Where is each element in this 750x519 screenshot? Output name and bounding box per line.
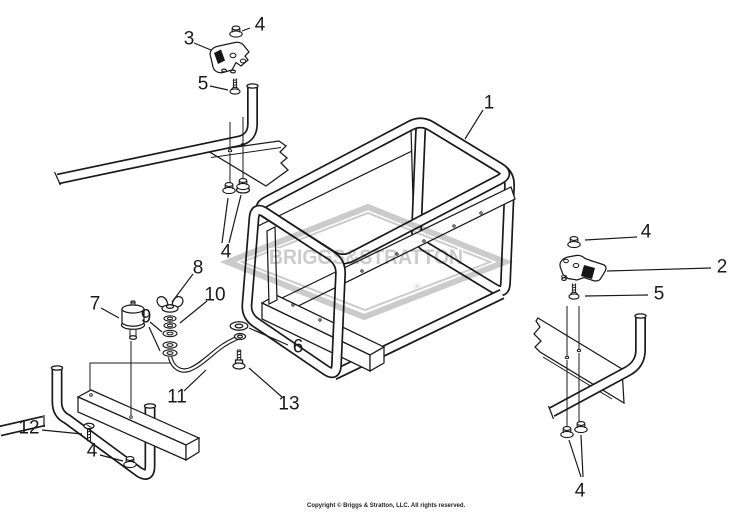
washer-stack [162,315,178,357]
callout-frame[interactable]: 1 [483,92,495,114]
washer-6 [229,321,249,331]
frame-mount-beam [260,294,386,373]
callout-mount-right[interactable]: 2 [716,256,728,278]
wing-nut-8 [156,296,184,313]
callout-mount-top-left[interactable]: 3 [183,28,195,50]
assembly-bottom-left[interactable] [0,296,249,480]
vibration-mount-2 [559,254,607,282]
callout-bolt-left[interactable]: 12 [18,417,40,439]
callout-screw-right[interactable]: 5 [653,283,665,305]
callout-bolt-front[interactable]: 13 [278,393,300,415]
bolt-12 [83,422,95,442]
nut-icon [236,178,250,191]
callout-washer-front[interactable]: 6 [292,336,304,358]
watermark-registered-icon: ® [414,282,421,292]
ring-terminal [233,332,247,341]
callout-lock-washers[interactable]: 10 [204,284,226,306]
copyright-text: Copyright © Briggs & Stratton, LLC. All … [307,503,466,509]
leader-lines [41,27,712,478]
studs-top-left [227,117,246,184]
callout-wing-nut[interactable]: 8 [192,257,204,279]
screw-icon [229,77,241,95]
nut-icon [222,182,236,195]
callout-nut-right[interactable]: 4 [640,221,652,243]
frame-floor-holes [360,211,483,273]
mounting-plate-top-left [206,140,289,187]
callout-nut-top-left[interactable]: 4 [254,14,266,36]
watermark-text: BRIGGS&STRATTON [269,246,463,269]
callout-flat-washers[interactable]: 9 [140,306,152,328]
rubber-mount-7 [120,300,146,340]
assembly-line [89,357,171,390]
brand-watermark: BRIGGS&STRATTON ® [219,203,514,321]
callout-ground-wire[interactable]: 11 [167,386,187,408]
screw-icon [568,282,580,300]
assembly-right[interactable] [533,236,647,439]
assembly-top-left[interactable] [53,25,289,195]
bolt-13 [232,349,246,370]
nut-icon [567,236,581,249]
callout-nut-bottom-left[interactable]: 4 [86,440,98,462]
crossbar-beam [76,389,201,462]
callout-nuts-bottom-right[interactable]: 4 [574,480,586,502]
studs-right [564,306,582,428]
frame-part[interactable] [241,117,516,380]
watermark-diamond-icon [219,203,514,321]
nut-icon [229,25,243,38]
nut-icon [574,421,588,434]
callout-vibration-mount[interactable]: 7 [89,293,101,315]
vibration-mount-3 [209,41,250,74]
callout-nuts-mid-left[interactable]: 4 [220,241,232,263]
nut-icon [560,426,574,439]
callout-screw-top-left[interactable]: 5 [197,73,209,95]
ground-wire-11 [167,335,239,373]
